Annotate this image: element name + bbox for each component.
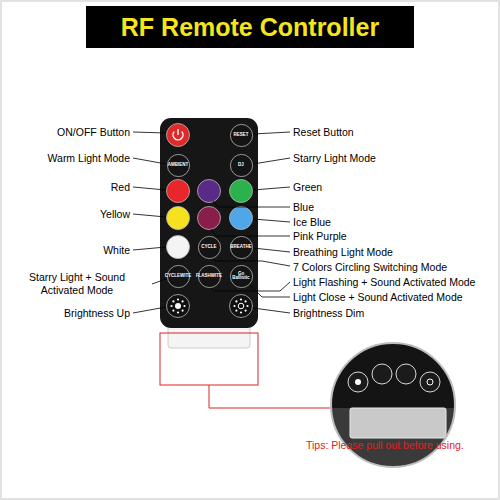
button-label: CYCLEWITE: [165, 274, 192, 279]
button-label: CYCLE: [201, 245, 216, 250]
button: FLASHWITE: [198, 265, 221, 288]
title-band: [86, 6, 414, 48]
button: Go Ballistic: [230, 265, 253, 288]
callout-label: Red: [111, 181, 130, 194]
inset-button: [348, 372, 368, 392]
button-label: BREATHE: [230, 245, 251, 250]
color-button: [167, 236, 190, 259]
brightness-button: [167, 295, 190, 318]
inset-button: [372, 364, 392, 384]
callout-label: Brightness Up: [64, 307, 130, 320]
button: CYCLEWITE: [167, 265, 190, 288]
inset-button: [396, 364, 416, 384]
button-outline: [230, 236, 252, 258]
callout-label: White: [103, 244, 130, 257]
button-label: DJ: [238, 163, 244, 168]
callout-bracket: [160, 333, 258, 385]
sun-icon: [170, 298, 185, 313]
inset-sun-icon: [427, 379, 433, 385]
color-button: [230, 180, 253, 203]
button: BREATHE: [230, 236, 253, 259]
button: CYCLE: [198, 236, 221, 259]
inset-sun-icon: [355, 379, 361, 385]
callout-label: Starry Light + Sound Activated Mode: [12, 271, 142, 297]
button-outline: [198, 236, 220, 258]
callout-label: Brightness Dim: [293, 307, 364, 320]
color-button: [230, 207, 253, 230]
callout-label: Breathing Light Mode: [293, 246, 393, 259]
button-outline: [167, 154, 189, 176]
callout-label: Green: [293, 181, 322, 194]
callout-label: Reset Button: [293, 126, 354, 139]
button-label: AMBIENT: [168, 163, 189, 168]
color-button: [167, 207, 190, 230]
callout-label: Blue: [293, 201, 314, 214]
callout-line: [209, 385, 331, 408]
button-outline: [230, 124, 252, 146]
inset-remote: [330, 342, 456, 408]
callout-label: ON/OFF Button: [57, 126, 130, 139]
callout-label: Starry Light Mode: [293, 152, 376, 165]
callout-label: Light Flashing + Sound Activated Mode: [293, 276, 475, 289]
brightness-button: [230, 295, 253, 318]
power-symbol: [177, 129, 178, 135]
color-button: [198, 180, 221, 203]
color-button: [167, 180, 190, 203]
callout-label: Light Close + Sound Activated Mode: [293, 291, 463, 304]
callout-label: Yellow: [100, 208, 130, 221]
button-label: FLASHWITE: [196, 274, 222, 279]
callout-label: Pink Purple: [293, 230, 347, 243]
button-outline: [230, 154, 252, 176]
button: AMBIENT: [167, 154, 190, 177]
button-label: Go Ballistic: [230, 272, 253, 281]
inset-button: [420, 372, 440, 392]
button: RESET: [230, 124, 253, 147]
remote-body: [160, 118, 258, 328]
button-label: RESET: [233, 133, 248, 138]
title-text: RF Remote Controller: [86, 6, 414, 48]
sun-icon: [233, 298, 248, 313]
inset-pull-tab: [350, 408, 446, 438]
callout-label: Warm Light Mode: [48, 152, 130, 165]
sun-icon: [175, 303, 181, 309]
tip-note: Tips: Please pull out before using.: [306, 439, 464, 452]
power-button: [167, 124, 190, 147]
button-outline: [230, 265, 252, 287]
sun-icon: [238, 303, 244, 309]
color-button: [198, 207, 221, 230]
callout-label: 7 Colors Circling Switching Mode: [293, 261, 447, 274]
leader-line: [133, 132, 290, 313]
button: DJ: [230, 154, 253, 177]
callout-label: Ice Blue: [293, 216, 331, 229]
